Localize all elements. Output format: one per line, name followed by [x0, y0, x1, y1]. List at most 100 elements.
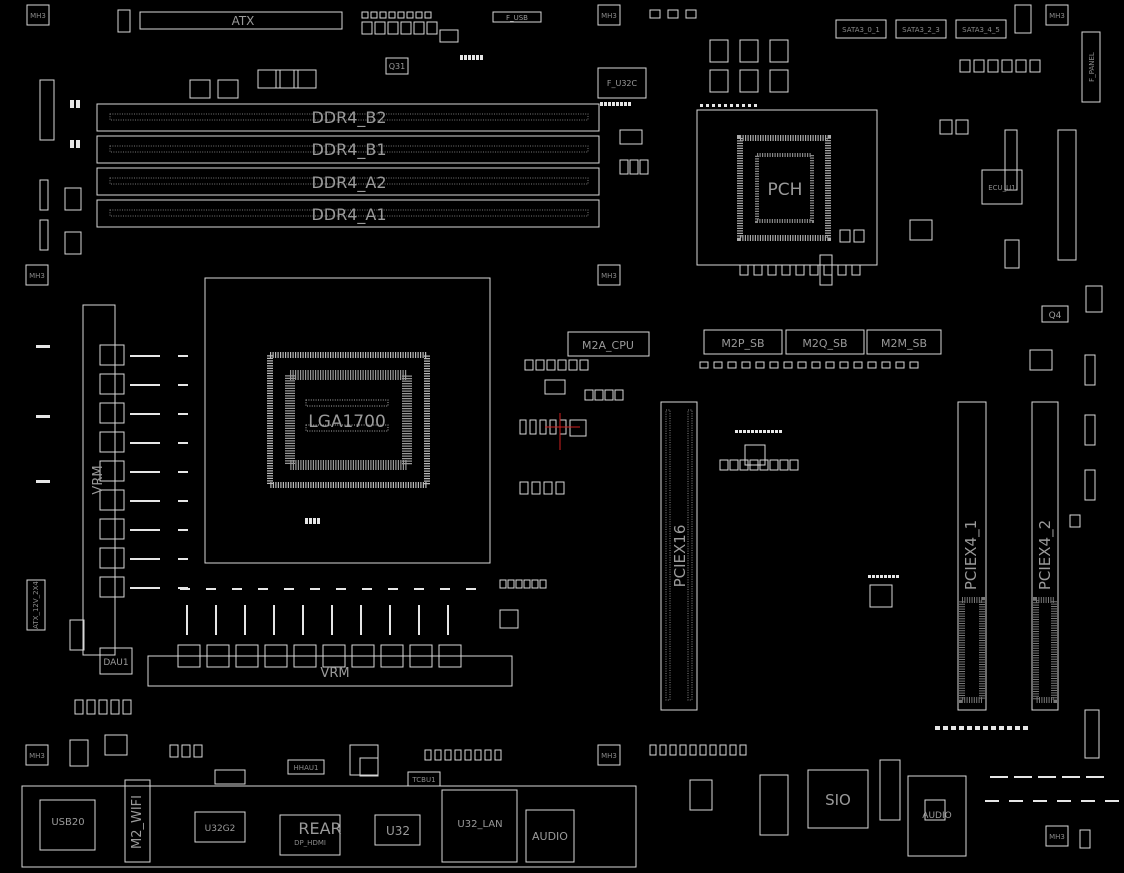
smd-part	[543, 481, 553, 495]
smd-part	[362, 588, 372, 590]
smd-part	[759, 459, 769, 471]
smd-part	[741, 361, 751, 369]
smd-part	[869, 584, 893, 608]
smd-part	[178, 558, 188, 560]
dau1-chip	[99, 647, 133, 675]
smd-part	[36, 415, 50, 418]
smd-part	[424, 749, 432, 761]
smd-part	[1004, 239, 1020, 269]
smd-part	[759, 774, 789, 836]
ddr4-a2-label: DDR4_A2	[311, 173, 386, 193]
smd-part	[434, 749, 442, 761]
lga1700-label: LGA1700	[308, 412, 386, 432]
smd-part	[1015, 726, 1020, 730]
smd-part	[99, 576, 125, 598]
f-panel-label: F_PANEL	[1088, 52, 1096, 82]
vrm-bottom: VRM	[147, 655, 513, 687]
smd-part	[730, 104, 733, 107]
smd-part	[99, 489, 125, 511]
smd-part	[594, 389, 604, 401]
smd-part	[967, 726, 972, 730]
smd-part	[839, 229, 851, 243]
smd-part	[86, 699, 96, 715]
smd-part	[667, 9, 679, 19]
small-components	[36, 4, 1119, 849]
smd-part	[193, 744, 203, 758]
smd-part	[1084, 354, 1096, 386]
smd-part	[868, 575, 871, 578]
smd-part	[317, 518, 320, 524]
smd-part	[568, 359, 578, 371]
smd-part	[388, 11, 396, 19]
smd-part	[466, 588, 476, 590]
smd-part	[178, 442, 188, 444]
smd-part	[169, 744, 179, 758]
sata-0-1-label: SATA3_0_1	[842, 26, 880, 34]
smd-part	[1081, 800, 1095, 802]
smd-part	[689, 779, 713, 811]
smd-part	[727, 361, 737, 369]
q4-label: Q4	[1049, 311, 1062, 321]
smd-part	[523, 579, 531, 589]
f-u32c-header	[597, 67, 647, 99]
smd-part	[130, 500, 160, 502]
smd-part	[719, 459, 729, 471]
smd-part	[1057, 129, 1077, 261]
smd-part	[853, 361, 863, 369]
sata-2-3-connector	[895, 19, 947, 39]
smd-part	[839, 361, 849, 369]
u32g2-label: U32G2	[205, 824, 236, 834]
smd-part	[775, 430, 778, 433]
sata-0-1-connector	[835, 19, 887, 39]
smd-part	[955, 119, 969, 135]
smd-part	[1029, 59, 1041, 73]
smd-part	[178, 384, 188, 386]
smd-part	[130, 558, 160, 560]
smd-part	[706, 104, 709, 107]
ddr4-b2-label: DDR4_B2	[311, 108, 386, 128]
pciex16-label: PCIEX16	[671, 525, 689, 588]
m2m-sb-slot	[866, 329, 942, 355]
smd-part	[739, 69, 759, 93]
svg-text:MH3: MH3	[1049, 12, 1065, 20]
u32-label: U32	[386, 824, 410, 838]
smd-part	[797, 361, 807, 369]
smd-part	[130, 384, 160, 386]
smd-part	[748, 104, 751, 107]
usb20-port	[39, 799, 96, 851]
smd-part	[990, 776, 1008, 778]
smd-part	[736, 104, 739, 107]
smd-part	[999, 726, 1004, 730]
smd-part	[284, 588, 294, 590]
smd-part	[64, 187, 82, 211]
smd-part	[616, 102, 619, 106]
smd-part	[1015, 59, 1027, 73]
smd-part	[181, 744, 191, 758]
pciex4-1-slot: PCIEX4_1	[957, 401, 987, 711]
svg-text:MH3: MH3	[601, 12, 617, 20]
smd-part	[178, 529, 188, 531]
u32-lan-label: U32_LAN	[457, 819, 502, 830]
smd-part	[1001, 59, 1013, 73]
smd-part	[685, 9, 697, 19]
smd-part	[507, 579, 515, 589]
m2a-cpu-label: M2A_CPU	[582, 339, 634, 352]
smd-part	[310, 588, 320, 590]
smd-part	[924, 799, 946, 821]
smd-part	[400, 21, 412, 35]
smd-part	[943, 726, 948, 730]
smd-part	[614, 389, 624, 401]
smd-part	[769, 361, 779, 369]
svg-text:MH3: MH3	[601, 272, 617, 280]
svg-text:MH3: MH3	[30, 12, 46, 20]
smd-part	[987, 59, 999, 73]
pciex4-2-slot: PCIEX4_2	[1031, 401, 1059, 711]
smd-part	[494, 749, 502, 761]
smd-part	[389, 605, 391, 635]
smd-part	[896, 575, 899, 578]
smd-part	[735, 430, 738, 433]
smd-part	[679, 744, 687, 756]
smd-part	[649, 9, 661, 19]
smd-part	[619, 159, 629, 175]
smd-part	[305, 518, 308, 524]
